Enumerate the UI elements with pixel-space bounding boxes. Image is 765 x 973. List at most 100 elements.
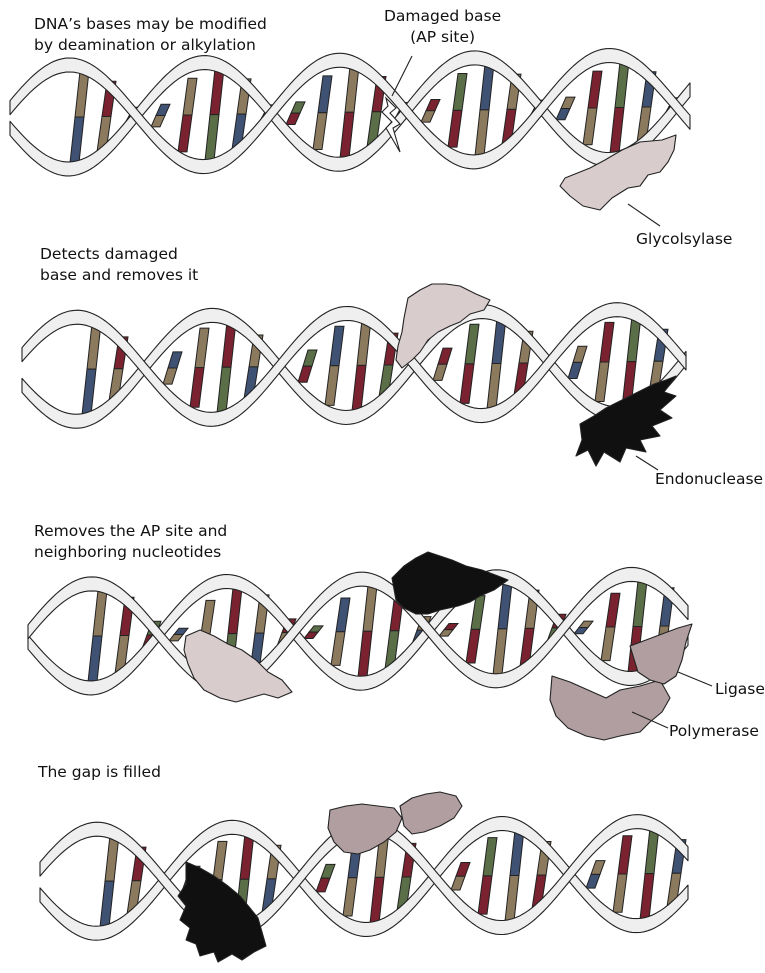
base-segment: [298, 366, 312, 382]
base-segment: [370, 877, 384, 923]
base-segment: [325, 366, 339, 406]
base-segment: [451, 876, 465, 890]
base-segment: [75, 71, 89, 117]
glycosylase-leader: [628, 204, 660, 226]
base-segment: [88, 636, 102, 682]
base-segment: [478, 876, 492, 914]
base-segment: [304, 632, 318, 638]
polymerase-shape-4: [328, 804, 402, 854]
base-segment: [498, 583, 512, 629]
base-segment: [645, 828, 659, 874]
base-segment: [618, 836, 632, 874]
base-segment: [190, 368, 204, 408]
base-segment: [163, 368, 177, 384]
base-segment: [493, 629, 507, 675]
base-segment: [178, 115, 192, 152]
base-segment: [475, 110, 489, 156]
base-segment: [330, 326, 344, 366]
base-segment: [183, 78, 197, 115]
base-segment: [588, 71, 602, 108]
base-segment: [606, 593, 620, 627]
ligase-shape-4: [400, 792, 462, 834]
base-segment: [483, 838, 497, 876]
base-segment: [568, 362, 582, 378]
base-segment: [82, 369, 96, 415]
endonuclease-leader: [636, 456, 658, 470]
base-segment: [240, 833, 254, 879]
panel-3-caption: Removes the AP site and neighboring nucl…: [34, 521, 227, 563]
base-segment: [583, 108, 597, 145]
base-segment: [421, 111, 435, 122]
base-segment: [93, 590, 107, 636]
glycosylase-label: Glycolsylase: [636, 229, 732, 250]
polymerase-label: Polymerase: [669, 721, 759, 742]
base-segment: [460, 364, 474, 404]
base-segment: [601, 627, 615, 661]
base-segment: [640, 874, 654, 920]
base-segment: [600, 322, 614, 362]
endonuclease-label: Endonuclease: [655, 469, 763, 490]
panel-2-caption: Detects damaged base and removes it: [40, 244, 198, 286]
base-segment: [586, 874, 600, 888]
base-segment: [331, 632, 345, 666]
base-segment: [210, 69, 224, 115]
damaged-base-label: Damaged base (AP site): [384, 6, 501, 48]
base-segment: [345, 66, 359, 112]
base-segment: [595, 362, 609, 402]
base-segment: [487, 363, 501, 409]
base-segment: [336, 598, 350, 632]
base-segment: [309, 626, 323, 632]
base-segment: [313, 113, 327, 150]
base-segment: [151, 116, 165, 127]
base-segment: [169, 635, 183, 641]
dna-helix-1: [10, 49, 690, 176]
removed-nucleotides-shape: [184, 630, 292, 702]
base-segment: [556, 108, 570, 119]
base-segment: [453, 74, 467, 111]
ligase-label: Ligase: [715, 679, 765, 700]
base-segment: [574, 627, 588, 633]
base-segment: [228, 588, 242, 634]
base-segment: [439, 630, 453, 636]
base-segment: [318, 76, 332, 113]
base-segment: [591, 861, 605, 875]
base-segment: [70, 117, 84, 163]
base-segment: [286, 113, 300, 124]
base-segment: [433, 364, 447, 380]
base-segment: [448, 110, 462, 147]
base-segment: [426, 99, 440, 110]
base-segment: [213, 841, 227, 879]
polymerase-shape: [550, 676, 670, 740]
base-segment: [156, 104, 170, 115]
base-segment: [321, 864, 335, 878]
endonuclease-shape-3: [392, 552, 508, 614]
base-segment: [352, 365, 366, 411]
panel-4-caption: The gap is filled: [38, 762, 161, 783]
base-segment: [561, 97, 575, 108]
dna-helix-2: [22, 303, 686, 429]
base-segment: [480, 64, 494, 110]
base-segment: [168, 352, 182, 368]
base-segment: [438, 348, 452, 364]
base-segment: [291, 102, 305, 113]
base-segment: [363, 585, 377, 631]
base-segment: [174, 628, 188, 634]
base-segment: [456, 862, 470, 876]
base-segment: [444, 623, 458, 629]
panel-1-caption: DNA’s bases may be modified by deaminati…: [34, 14, 267, 56]
damaged-base-leader: [392, 56, 412, 96]
base-segment: [217, 367, 231, 413]
base-segment: [573, 346, 587, 362]
base-segment: [579, 621, 593, 627]
base-segment: [201, 600, 215, 634]
base-segment: [303, 350, 317, 366]
base-segment: [358, 631, 372, 677]
base-segment: [465, 324, 479, 364]
base-segment: [633, 581, 647, 627]
ligase-leader: [678, 672, 712, 686]
base-segment: [466, 629, 480, 663]
dna-helix-3: [28, 567, 688, 695]
base-segment: [316, 878, 330, 892]
